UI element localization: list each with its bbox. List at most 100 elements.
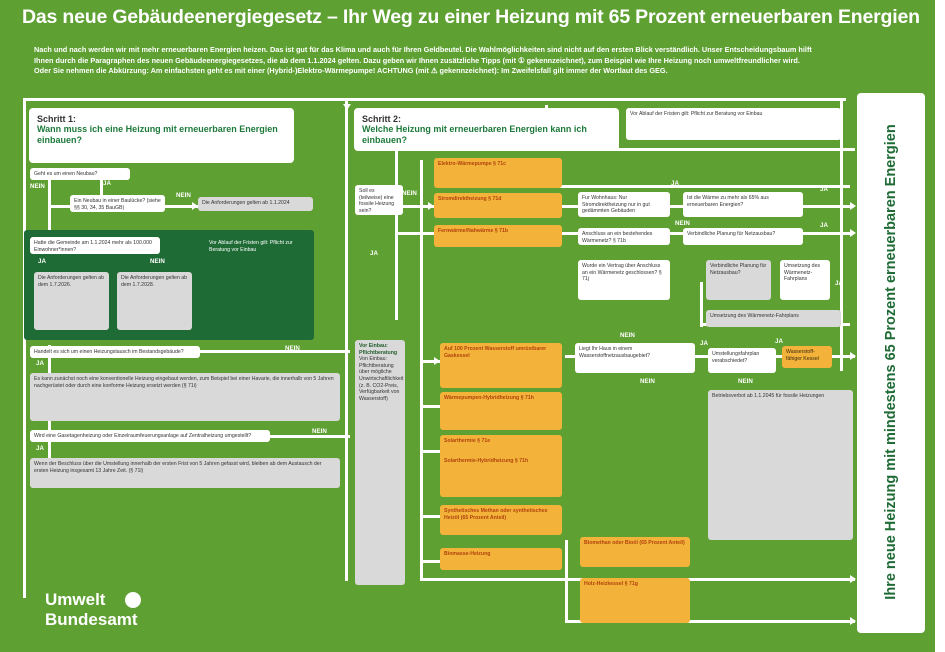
step2-number: Schritt 2:	[362, 114, 402, 124]
question-baulucke: Ein Neubau in einer Baulücke? (siehe §§ …	[70, 195, 165, 212]
arrow-head	[192, 202, 198, 210]
step1-card: Schritt 1: Wann muss ich eine Heizung mi…	[29, 108, 294, 163]
option-stromheizung: Stromdirektheizung § 71d	[434, 193, 562, 218]
step2-question: Welche Heizung mit erneuerbaren Energien…	[362, 124, 587, 145]
option-title: Solarthermie § 71e	[444, 438, 491, 444]
result-uebergang: Es kann zunächst noch eine konventionell…	[30, 373, 340, 421]
arrow-head	[434, 357, 440, 365]
flow-line	[23, 98, 846, 101]
step2-card: Schritt 2: Welche Heizung mit erneuerbar…	[354, 108, 619, 151]
result-banner-text: Ihre neue Heizung mit mindestens 65 Proz…	[883, 124, 899, 600]
question-text: Ist die Wärme zu mehr als 65% aus erneue…	[687, 195, 769, 208]
intro-text: Nach und nach werden wir mit mehr erneue…	[34, 45, 914, 77]
flow-line	[395, 120, 398, 320]
question-text: Liegt Ihr Haus in einem Wasserstoffnetza…	[579, 346, 650, 359]
option-title: Fernwärme/Nahwärme § 71b	[438, 228, 509, 234]
result-text: Die Anforderungen gelten ab dem 1.7.2028…	[121, 275, 188, 288]
flow-line	[420, 450, 440, 453]
question-text: Geht es um einen Neubau?	[34, 171, 98, 177]
result-2026: Die Anforderungen gelten ab dem 1.7.2026…	[34, 272, 109, 330]
option-title: Auf 100 Prozent Wasserstoff umrüstbarer …	[444, 346, 547, 359]
label-nein: NEIN	[675, 220, 690, 227]
flow-line	[565, 540, 568, 620]
label-nein: NEIN	[312, 428, 327, 435]
question-text: Wurde ein Vertrag über Anschluss an ein …	[582, 263, 662, 283]
arrow-head	[850, 352, 856, 360]
label-nein: NEIN	[402, 190, 417, 197]
step1-question: Wann muss ich eine Heizung mit erneuerba…	[37, 124, 278, 145]
flow-line	[420, 405, 440, 408]
label-ja: JA	[820, 186, 828, 193]
uba-logo: Umwelt Bundesamt	[45, 590, 167, 636]
result-2028: Die Anforderungen gelten ab dem 1.7.2028…	[117, 272, 192, 330]
question-gasnetz: Liegt Ihr Haus in einem Wasserstoffnetza…	[575, 343, 695, 373]
result-text: Betriebsverbot ab 1.1.2045 für fossile H…	[712, 393, 825, 399]
flow-line	[200, 435, 350, 438]
question-text: Fur Wohnhaus: Nur Stromdirektheizung nur…	[582, 195, 650, 215]
question-text: Verbindliche Planung für Netzausbau?	[687, 231, 776, 237]
arrow-head	[850, 229, 856, 237]
option-title: Stromdirektheizung § 71d	[438, 196, 502, 202]
label-ja: JA	[671, 180, 679, 187]
question-planung: Verbindliche Planung für Netzausbau?	[683, 228, 803, 245]
arrow-head	[428, 202, 434, 210]
question-text: Anschluss an ein bestehendes Wärmenetz? …	[582, 231, 653, 244]
option-title: Wärmepumpen-Hybridheizung § 71h	[444, 395, 534, 401]
flow-line	[560, 185, 850, 188]
question-text: Hatte die Gemeinde am 1.1.2024 mehr als …	[34, 240, 152, 253]
option-fernwaerme: Fernwärme/Nahwärme § 71b	[434, 225, 562, 247]
question-text: Handelt es sich um einen Heizungstausch …	[34, 349, 184, 355]
result-banner	[857, 93, 925, 633]
result-text: Verbindliche Planung für Netzausbau?	[710, 263, 767, 276]
label-ja: JA	[370, 250, 378, 257]
logo-symbol-icon	[125, 592, 141, 608]
flow-line	[345, 101, 348, 581]
pflichtberatung-box: Vor Einbau: Pflichtberatung Von Einbau: …	[355, 340, 405, 585]
option-title: Holz-Heizkessel § 71g	[584, 581, 638, 587]
label-ja: JA	[700, 340, 708, 347]
label-nein: NEIN	[176, 192, 191, 199]
question-waermenetz: Anschluss an ein bestehendes Wärmenetz? …	[578, 228, 670, 245]
option-title: Elektro-Wärmepumpe § 71c	[438, 161, 507, 167]
flow-line	[420, 160, 423, 580]
option-solar: Solarthermie § 71e Solarthermie-Hybridhe…	[440, 435, 562, 497]
arrow-head	[343, 104, 351, 110]
result-planung: Verbindliche Planung für Netzausbau?	[706, 260, 771, 300]
question-vertrag: Wurde ein Vertrag über Anschluss an ein …	[578, 260, 670, 300]
label-nein: NEIN	[150, 258, 165, 265]
question-text: Soll es (teilweise) eine fossile Heizung…	[359, 188, 395, 214]
flow-line	[420, 360, 440, 363]
flow-line	[100, 175, 103, 205]
option-title: Biomasse-Heizung	[444, 551, 491, 557]
intro-line: Oder Sie nehmen die Abkürzung: Am einfac…	[34, 66, 668, 75]
label-nein: NEIN	[738, 378, 753, 385]
tip-text: Vor Ablauf der Fristen gilt: Pflicht zur…	[209, 240, 293, 253]
option-biomethan: Biomethan oder Bioöl (65 Prozent Anteil)	[580, 537, 690, 567]
pflicht-text: Von Einbau: Pflichtberatung über möglich…	[359, 356, 404, 402]
option-wasserstoff: Auf 100 Prozent Wasserstoff umrüstbarer …	[440, 343, 562, 388]
result-beschluss: Wenn der Beschluss über die Umstellung i…	[30, 458, 340, 488]
option-waermepumpe: Elektro-Wärmepumpe § 71c	[434, 158, 562, 188]
question-text: Ein Neubau in einer Baulücke? (siehe §§ …	[74, 198, 161, 211]
question-text: Umstellungsfahrplan verabschiedet?	[712, 351, 760, 364]
question-gasetagen: Wird eine Gasetagenheizung oder Einzelra…	[30, 430, 270, 442]
label-ja: JA	[820, 222, 828, 229]
result-anforderungen: Die Anforderungen gelten ab 1.1.2024	[198, 197, 313, 211]
option-title: Solarthermie-Hybridheizung § 71h	[444, 457, 529, 464]
intro-line: Nach und nach werden wir mit mehr erneue…	[34, 45, 812, 54]
logo-line1: Umwelt	[45, 590, 106, 609]
result-text: Wasserstoff-fähiger Kessel	[786, 349, 819, 362]
question-text: Umsetzung des Wärmenetz-Fahrplans	[784, 263, 821, 283]
pflicht-title: Vor Einbau: Pflichtberatung	[359, 343, 398, 356]
label-ja: JA	[38, 258, 46, 265]
arrow-head	[850, 202, 856, 210]
label-nein: NEIN	[30, 183, 45, 190]
question-umstellung: Umstellungsfahrplan verabschiedet?	[708, 348, 776, 373]
option-hybrid: Wärmepumpen-Hybridheizung § 71h	[440, 392, 562, 430]
label-ja: JA	[36, 360, 44, 367]
option-holz: Holz-Heizkessel § 71g	[580, 578, 690, 623]
flow-line	[200, 350, 350, 353]
question-neubau: Geht es um einen Neubau?	[30, 168, 130, 180]
info-box-top: Vor Ablauf der Fristen gilt: Pflicht zur…	[626, 108, 841, 140]
